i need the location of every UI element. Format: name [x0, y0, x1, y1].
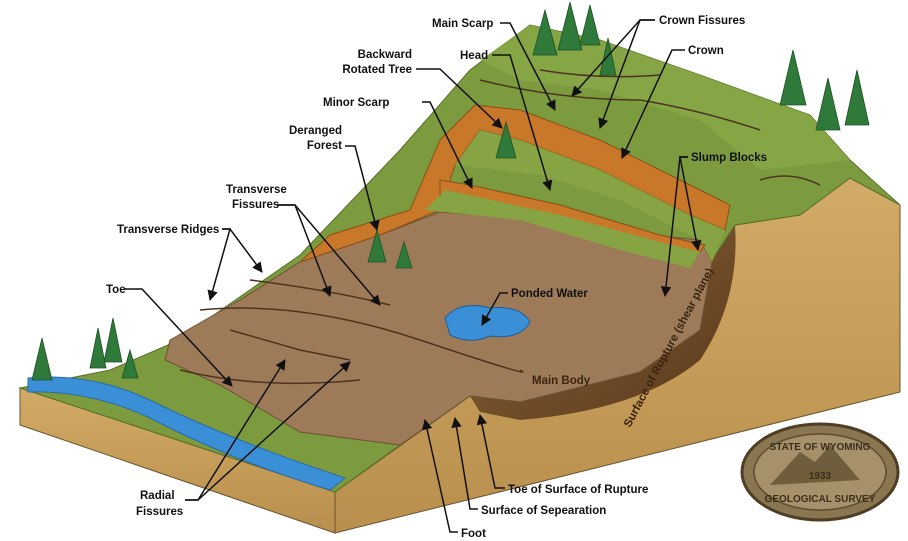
slump-block — [455, 130, 725, 262]
label-crown: Crown — [688, 45, 724, 57]
label-toe-of-surface-of-rupture: Toe of Surface of Rupture — [508, 484, 648, 496]
river — [27, 376, 347, 491]
label-minor-scarp: Minor Scarp — [323, 97, 389, 109]
label-main-scarp: Main Scarp — [432, 18, 493, 30]
rupture-surface — [470, 225, 736, 420]
wyoming-geological-survey-seal: STATE OF WYOMING 1933 GEOLOGICAL SURVEY — [740, 422, 900, 522]
label-deranged-forest-1: Deranged — [289, 125, 342, 137]
label-main-body: Main Body — [532, 375, 591, 387]
leader-lines — [124, 19, 702, 533]
lower-slump-block — [425, 190, 700, 268]
trees — [31, 1, 870, 381]
label-crown-fissures: Crown Fissures — [659, 15, 745, 27]
upper-grass — [480, 25, 850, 170]
label-radial-fissures-1: Radial — [140, 490, 175, 502]
label-ponded-water: Ponded Water — [511, 288, 588, 300]
label-surface-of-separation: Surface of Sepearation — [481, 505, 606, 517]
seal-bottom-text: GEOLOGICAL SURVEY — [765, 494, 876, 505]
label-backward-rotated-tree-2: Rotated Tree — [342, 64, 412, 76]
label-backward-rotated-tree-1: Backward — [358, 49, 412, 61]
label-head: Head — [460, 50, 488, 62]
label-toe: Toe — [106, 284, 126, 296]
seal-year: 1933 — [809, 471, 832, 482]
label-slump-blocks: Slump Blocks — [691, 152, 767, 164]
label-foot: Foot — [461, 528, 486, 540]
label-radial-fissures-2: Fissures — [136, 506, 183, 518]
label-transverse-fissures-1: Transverse — [226, 184, 287, 196]
label-deranged-forest-2: Forest — [307, 140, 342, 152]
label-transverse-ridges: Transverse Ridges — [117, 224, 219, 236]
seal-top-text: STATE OF WYOMING — [770, 442, 871, 453]
label-transverse-fissures-2: Fissures — [232, 199, 279, 211]
